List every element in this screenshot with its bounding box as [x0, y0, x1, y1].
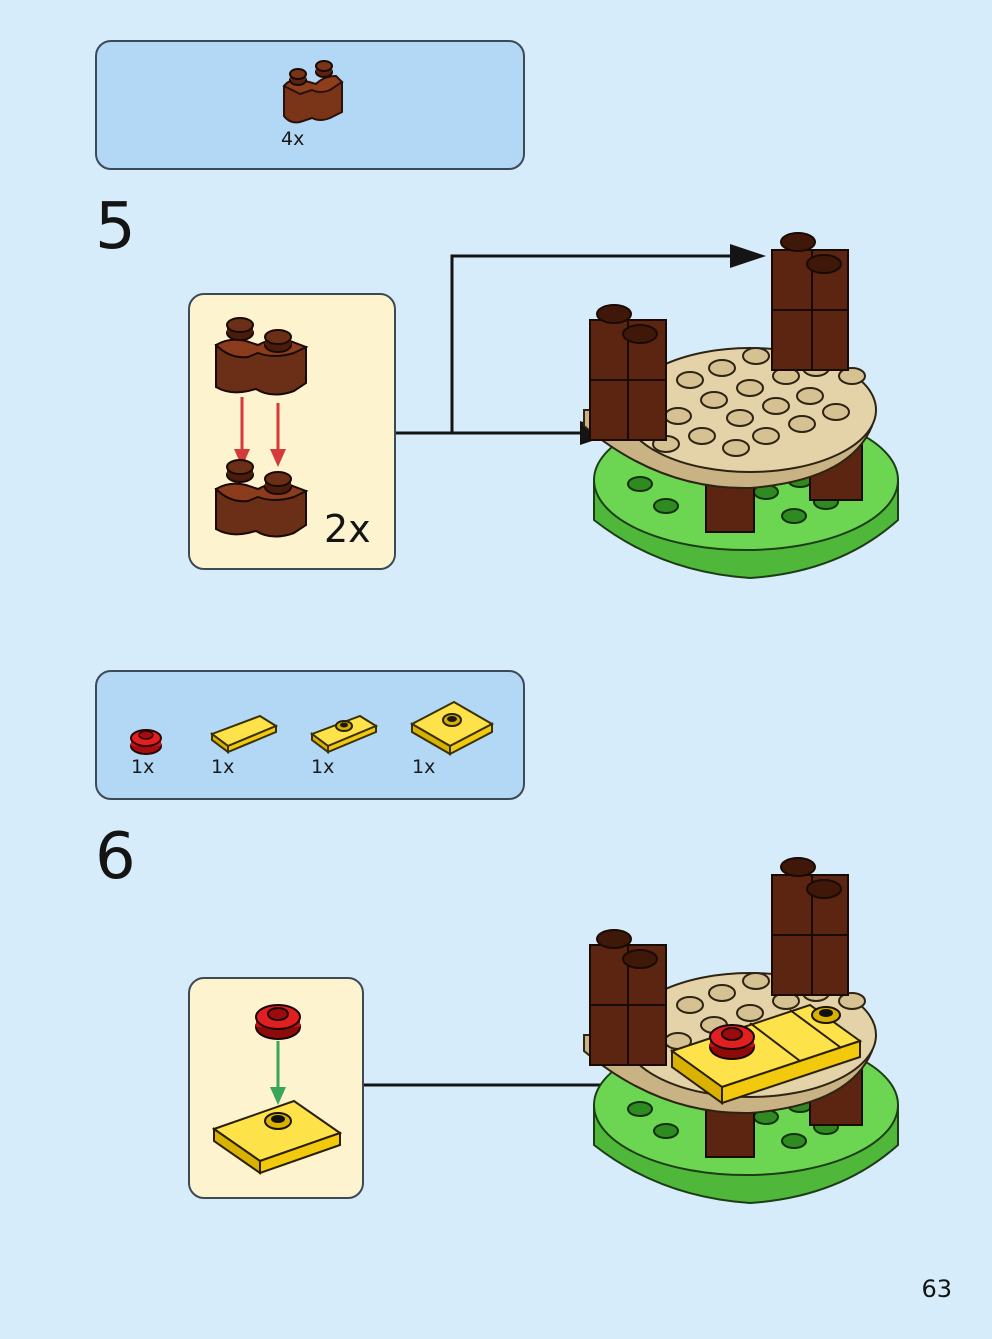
subassembly-quantity: 2x — [324, 507, 371, 551]
part-quantity: 4x — [281, 128, 305, 150]
red-plate-on-yellow-plate-illustration — [211, 1004, 343, 1175]
brown-brick-part-icon — [282, 60, 344, 124]
step-number: 6 — [95, 820, 136, 894]
part-quantity: 1x — [311, 756, 335, 778]
subassembly-callout-step-6 — [188, 977, 364, 1199]
brown-brick-stack-illustration — [214, 317, 309, 538]
yellow-jumper-plate-1x2-part-icon — [309, 714, 379, 754]
step-6-model-illustration — [583, 857, 899, 1205]
step-number: 5 — [95, 190, 136, 264]
subassembly-callout-step-5: 2x — [188, 293, 396, 570]
red-round-plate-part-icon — [130, 729, 162, 755]
yellow-jumper-plate-2x2-part-icon — [409, 700, 495, 756]
step-5-model-illustration — [583, 232, 899, 580]
part-quantity: 1x — [412, 756, 436, 778]
yellow-tile-part-icon — [209, 714, 279, 754]
part-quantity: 1x — [211, 756, 235, 778]
part-quantity: 1x — [131, 756, 155, 778]
parts-callout-step-6: 1x 1x 1x 1x — [95, 670, 525, 800]
parts-callout-step-5: 4x — [95, 40, 525, 170]
page-number: 63 — [921, 1275, 952, 1303]
